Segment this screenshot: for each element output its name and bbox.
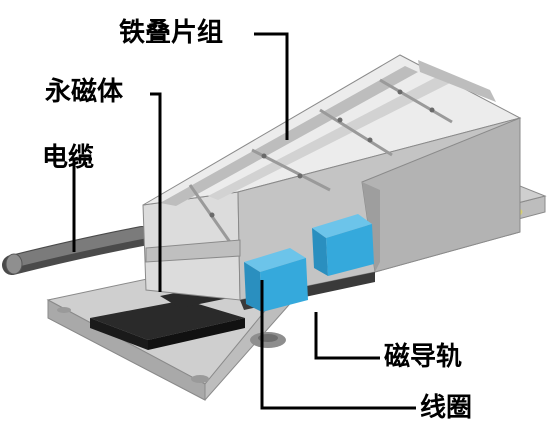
cable (2, 226, 152, 275)
leader-lines (72, 32, 416, 410)
coils (244, 214, 374, 312)
leader-laminated-core (254, 32, 289, 140)
laminated-core (142, 54, 522, 310)
label-laminated-core: 铁叠片组 (119, 18, 224, 48)
leader-magnetic-guide (314, 312, 380, 360)
leader-coil (260, 280, 416, 410)
leader-cable (72, 157, 92, 252)
label-coil: 线圈 (420, 393, 473, 423)
label-magnetic-guide: 磁导轨 (384, 342, 463, 372)
label-cable: 电缆 (42, 143, 95, 173)
label-permanent-magnet: 永磁体 (45, 77, 124, 107)
leader-permanent-magnet (150, 92, 162, 292)
